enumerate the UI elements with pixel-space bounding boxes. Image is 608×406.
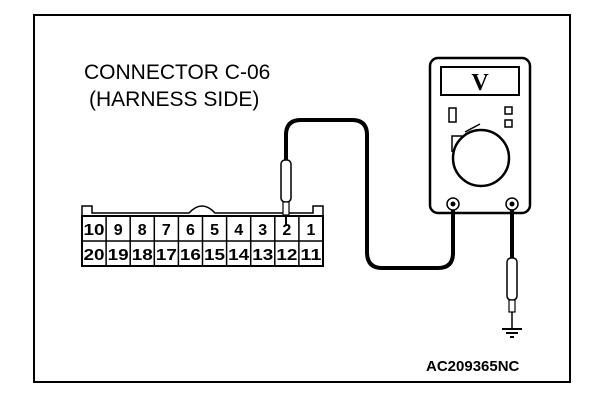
multimeter-button-right-bottom [504, 119, 513, 128]
connector-pin-bottom-12: 12 [276, 247, 297, 264]
connector-pin-top-3: 3 [258, 222, 267, 239]
connector-pin-top-8: 8 [138, 222, 147, 239]
connector-top-outline [81, 205, 324, 217]
multimeter-terminal-right [505, 197, 519, 211]
connector-pin-bottom-17: 17 [156, 247, 177, 264]
connector-pin-top-9: 9 [114, 222, 123, 239]
connector-pin-bottom-19: 19 [108, 247, 129, 264]
connector-pin-bottom-11: 11 [300, 247, 321, 264]
connector-pin-bottom-13: 13 [252, 247, 273, 264]
diagram-frame [33, 14, 571, 383]
multimeter-button-right-top [504, 106, 513, 115]
probe-ground [506, 257, 518, 328]
connector-pin-bottom-16: 16 [180, 247, 201, 264]
connector-pin-top-10: 10 [84, 222, 105, 239]
multimeter: V [428, 56, 532, 215]
connector-pin-bottom-15: 15 [204, 247, 225, 264]
probe-lead-wire [284, 118, 455, 270]
connector-subtitle: (HARNESS SIDE) [89, 88, 260, 111]
connector-pin-top-4: 4 [234, 222, 243, 239]
connector-pin-bottom-20: 20 [84, 247, 105, 264]
connector-pin-top-7: 7 [162, 222, 171, 239]
ground-icon [502, 328, 522, 338]
connector-pin-top-2: 2 [282, 222, 291, 239]
multimeter-terminal-left [446, 197, 460, 211]
connector-pin-top-5: 5 [210, 222, 219, 239]
multimeter-display-unit: V [471, 70, 489, 96]
figure-code: AC209365NC [426, 358, 520, 375]
connector-pin-bottom-18: 18 [132, 247, 153, 264]
multimeter-range-marks [451, 123, 481, 152]
connector-pin-top-1: 1 [306, 222, 315, 239]
connector-pin-bottom-14: 14 [228, 247, 249, 264]
probe-positive [280, 159, 292, 226]
multimeter-display [440, 66, 520, 96]
multimeter-selector-dial [451, 128, 511, 188]
connector-pin-top-6: 6 [186, 222, 195, 239]
multimeter-button-left [448, 107, 457, 123]
connector-title: CONNECTOR C-06 [84, 61, 271, 84]
